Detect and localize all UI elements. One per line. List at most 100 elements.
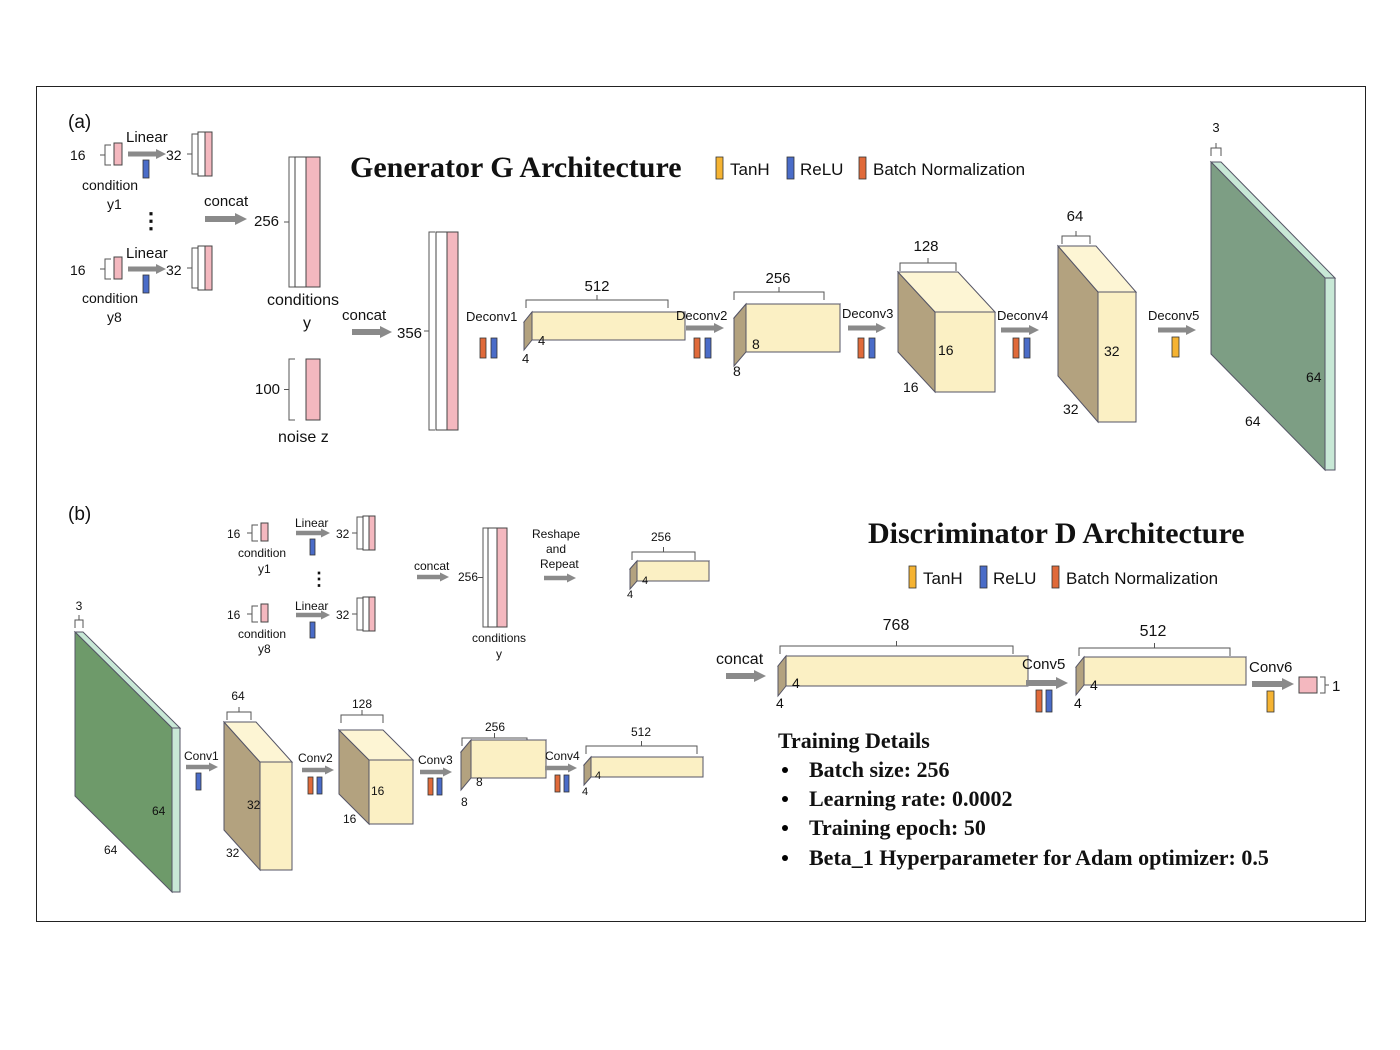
disc-cond1-label: condition — [238, 546, 286, 560]
disc-reshape-label-2: and — [546, 542, 566, 556]
training-item-1: Batch size: 256 — [809, 757, 950, 782]
generator-title: Generator G Architecture — [350, 151, 682, 184]
legend-bn-swatch — [858, 156, 867, 180]
disc-cond1-arrow — [296, 528, 330, 538]
disc-block4-width: 512 — [631, 725, 651, 739]
training-item-2: Learning rate: 0.0002 — [809, 786, 1012, 811]
disc-reshape-block-width: 256 — [651, 530, 671, 544]
gen-deconv2-bn — [693, 337, 701, 359]
disc-reshape-block-side — [629, 559, 638, 591]
discriminator-title: Discriminator D Architecture — [868, 517, 1245, 550]
gen-deconv5-arrow — [1158, 325, 1196, 335]
disc-cond8-in-dim: 16 — [227, 608, 241, 622]
training-bullet-3 — [782, 825, 788, 831]
disc-concat-block-front: 4 — [792, 675, 800, 691]
gen-cond1-output-fill — [204, 131, 213, 177]
gen-block3-front — [934, 311, 996, 393]
disc-block2-depth: 16 — [343, 812, 357, 826]
disc-conv5-bn — [1035, 689, 1043, 713]
gen-cond8-output-fill — [204, 245, 213, 291]
disc-conv5-relu — [1045, 689, 1053, 713]
disc-cond8-in-bracket — [247, 605, 258, 623]
disc-reshape-block-bracket — [631, 547, 696, 560]
gen-deconv5-label: Deconv5 — [1148, 308, 1199, 323]
disc-conv2-relu — [316, 776, 323, 795]
disc-conv5-block-width: 512 — [1140, 623, 1167, 640]
disc-conv1-label: Conv1 — [184, 749, 219, 763]
disc-cond1-linear-label: Linear — [295, 516, 328, 530]
training-bullet-2 — [782, 796, 788, 802]
gen-merged-dim: 356 — [397, 325, 422, 342]
gen-noise-label: noise z — [278, 429, 329, 446]
gen-block4-depth: 32 — [1063, 401, 1079, 417]
gen-concat2-label: concat — [342, 307, 387, 324]
disc-concat-block-width: 768 — [883, 617, 910, 634]
gen-output-side — [1324, 277, 1336, 471]
disc-conv3-bn — [427, 777, 434, 796]
gen-deconv2-arrow — [686, 323, 724, 333]
gen-deconv3-arrow — [848, 323, 886, 333]
gen-noise-bracket — [284, 358, 295, 421]
disc-cond1-in-dim: 16 — [227, 527, 241, 541]
disc-block4-front: 4 — [595, 770, 601, 782]
disc-cond-bar — [496, 527, 508, 628]
disc-cond1-out-dim: 32 — [336, 527, 350, 541]
gen-cond1-in-dim: 16 — [70, 147, 86, 163]
disc-conv6-arrow — [1252, 678, 1294, 690]
disc-output-bracket — [1320, 676, 1329, 694]
gen-deconv4-arrow — [1001, 325, 1039, 335]
gen-deconv2-relu — [704, 337, 712, 359]
disc-legend-tanh-swatch — [908, 565, 917, 589]
gen-block1-front — [531, 311, 686, 341]
disc-block3-depth: 8 — [461, 795, 468, 809]
disc-reshape-label-3: Repeat — [540, 557, 579, 571]
disc-block3-side — [460, 738, 472, 792]
training-bullet-4 — [782, 855, 788, 861]
gen-cond-dim: 256 — [254, 213, 279, 230]
gen-cond8-out-dim: 32 — [166, 262, 182, 278]
gen-block2-width-bracket — [733, 287, 825, 300]
gen-block3-width: 128 — [913, 238, 938, 255]
gen-merged-bracket — [424, 231, 435, 431]
disc-conv6-label: Conv6 — [1249, 659, 1292, 676]
disc-conv2-label: Conv2 — [298, 751, 333, 765]
training-item-4: Beta_1 Hyperparameter for Adam optimizer… — [809, 845, 1269, 870]
disc-output-dim: 1 — [1332, 678, 1340, 695]
gen-deconv3-label: Deconv3 — [842, 306, 893, 321]
disc-concat-block-bracket — [779, 641, 1014, 654]
gen-cond8-input-bar — [113, 256, 123, 280]
disc-cond1-output-fill — [368, 515, 376, 551]
disc-conv5-block-depth: 4 — [1074, 695, 1082, 711]
panel-label-a: (a) — [68, 112, 91, 133]
gen-cond1-linear-label: Linear — [126, 129, 168, 146]
disc-input-width: 3 — [76, 599, 83, 613]
gen-cond8-in-dim: 16 — [70, 262, 86, 278]
gen-cond1-input-bar — [113, 142, 123, 166]
disc-cond1-out-bracket — [352, 516, 363, 550]
disc-conv5-label: Conv5 — [1022, 656, 1065, 673]
disc-cond1-input-bar — [260, 522, 269, 542]
disc-legend-relu-swatch — [979, 565, 988, 589]
disc-cond8-output-fill — [368, 596, 376, 632]
gen-noise-dim: 100 — [255, 381, 280, 398]
gen-output-width: 3 — [1212, 120, 1219, 135]
disc-block1-width: 64 — [231, 689, 245, 703]
gen-cond1-in-bracket — [100, 144, 111, 166]
disc-cond1-name: y1 — [258, 562, 271, 576]
disc-input-depth-dim: 64 — [104, 843, 118, 857]
disc-cond-bracket — [478, 527, 489, 628]
disc-concat-block-depth: 4 — [776, 695, 784, 711]
disc-conv3-label: Conv3 — [418, 753, 453, 767]
gen-deconv4-label: Deconv4 — [997, 308, 1048, 323]
gen-deconv3-relu — [868, 337, 876, 359]
disc-block3-front — [470, 739, 547, 779]
disc-concat2-label: concat — [716, 651, 764, 668]
disc-conv1-arrow — [186, 762, 218, 772]
gen-block1-width: 512 — [584, 278, 609, 295]
gen-cond8-label: condition — [82, 290, 138, 306]
gen-block1-width-bracket — [525, 295, 669, 308]
gen-block4-width-bracket — [1061, 231, 1091, 244]
gen-output-depth-dim: 64 — [1245, 413, 1261, 429]
gen-deconv5-tanh — [1171, 336, 1180, 358]
training-heading: Training Details — [778, 728, 930, 753]
